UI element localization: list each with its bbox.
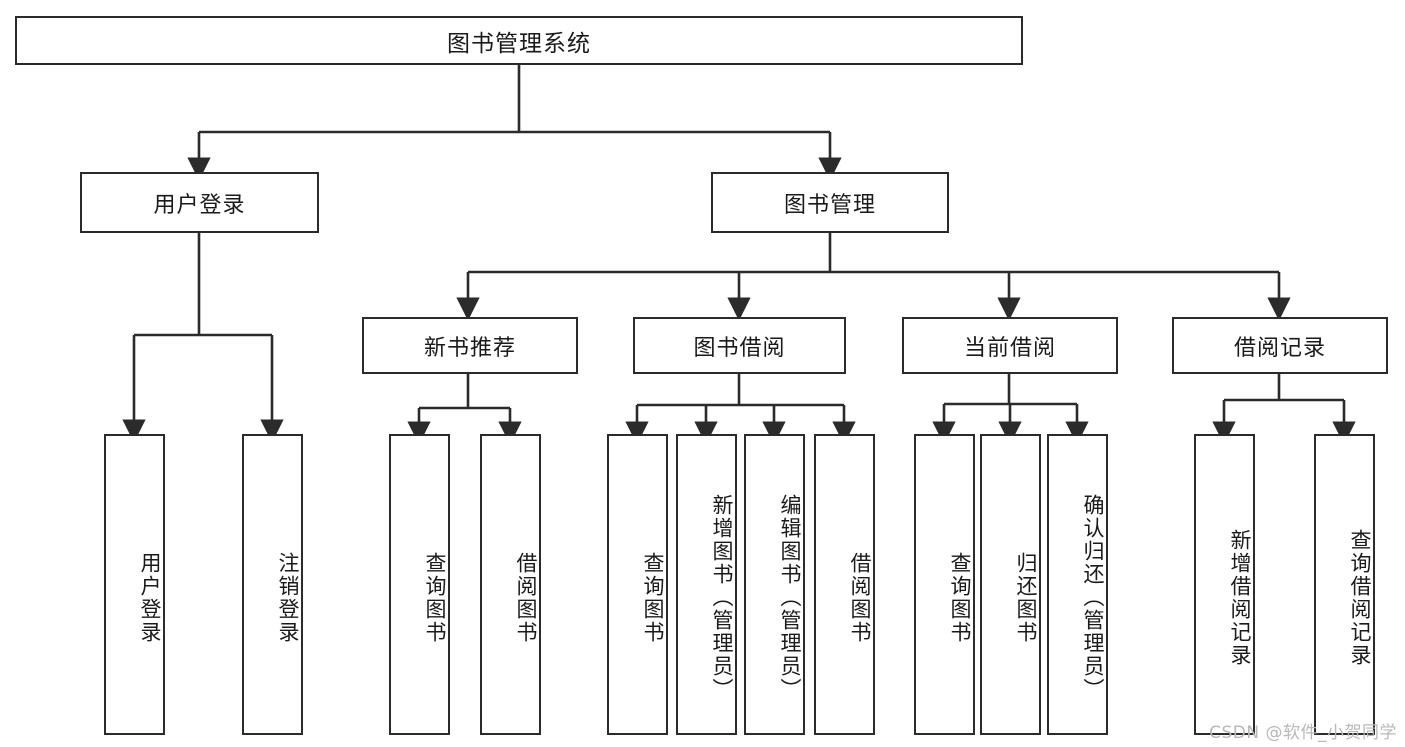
node-label: 确认归还（管理员） xyxy=(1081,494,1105,701)
node-label: 查询图书 xyxy=(641,551,665,644)
node-label: 新增借阅记录 xyxy=(1228,528,1252,667)
node-leaf-query-book-2[interactable]: 查询图书 xyxy=(607,434,668,735)
node-label: 用户登录 xyxy=(153,192,246,218)
node-label: 借阅记录 xyxy=(1233,335,1326,361)
node-leaf-add-book[interactable]: 新增图书（管理员） xyxy=(676,434,737,735)
node-user-login[interactable]: 用户登录 xyxy=(80,172,319,233)
node-label: 借阅图书 xyxy=(514,551,538,644)
node-leaf-query-book-3[interactable]: 查询图书 xyxy=(914,434,975,735)
node-label: 查询图书 xyxy=(948,551,972,644)
node-leaf-edit-book[interactable]: 编辑图书（管理员） xyxy=(744,434,805,735)
node-leaf-query-borrow-record[interactable]: 查询借阅记录 xyxy=(1314,434,1375,735)
node-leaf-query-book-1[interactable]: 查询图书 xyxy=(389,434,450,735)
node-label: 查询借阅记录 xyxy=(1348,528,1372,667)
node-leaf-borrow-book-2[interactable]: 借阅图书 xyxy=(814,434,875,735)
node-label: 借阅图书 xyxy=(848,551,872,644)
node-leaf-user-login[interactable]: 用户登录 xyxy=(104,434,165,735)
node-label: 新增图书（管理员） xyxy=(710,494,734,701)
node-book-borrow[interactable]: 图书借阅 xyxy=(633,317,846,374)
node-label: 图书借阅 xyxy=(693,335,786,361)
node-label: 查询图书 xyxy=(423,551,447,644)
csdn-watermark: CSDN @软件_小贺同学 xyxy=(1209,723,1397,743)
node-label: 新书推荐 xyxy=(423,335,516,361)
node-borrow-record[interactable]: 借阅记录 xyxy=(1172,317,1388,374)
node-label: 编辑图书（管理员） xyxy=(778,494,802,701)
node-leaf-return-book[interactable]: 归还图书 xyxy=(980,434,1041,735)
node-leaf-logout-login[interactable]: 注销登录 xyxy=(242,434,303,735)
node-leaf-add-borrow-record[interactable]: 新增借阅记录 xyxy=(1194,434,1255,735)
node-leaf-borrow-book-1[interactable]: 借阅图书 xyxy=(480,434,541,735)
node-label: 用户登录 xyxy=(138,551,162,644)
node-label: 图书管理系统 xyxy=(447,30,591,57)
node-book-management[interactable]: 图书管理 xyxy=(711,172,949,233)
node-label: 归还图书 xyxy=(1014,551,1038,644)
node-label: 注销登录 xyxy=(276,551,300,644)
node-label: 图书管理 xyxy=(783,192,876,218)
node-book-management-system[interactable]: 图书管理系统 xyxy=(15,16,1023,65)
node-current-borrow[interactable]: 当前借阅 xyxy=(902,317,1118,374)
node-label: 当前借阅 xyxy=(963,335,1056,361)
node-leaf-confirm-return[interactable]: 确认归还（管理员） xyxy=(1047,434,1108,735)
node-new-book-recommend[interactable]: 新书推荐 xyxy=(362,317,578,374)
